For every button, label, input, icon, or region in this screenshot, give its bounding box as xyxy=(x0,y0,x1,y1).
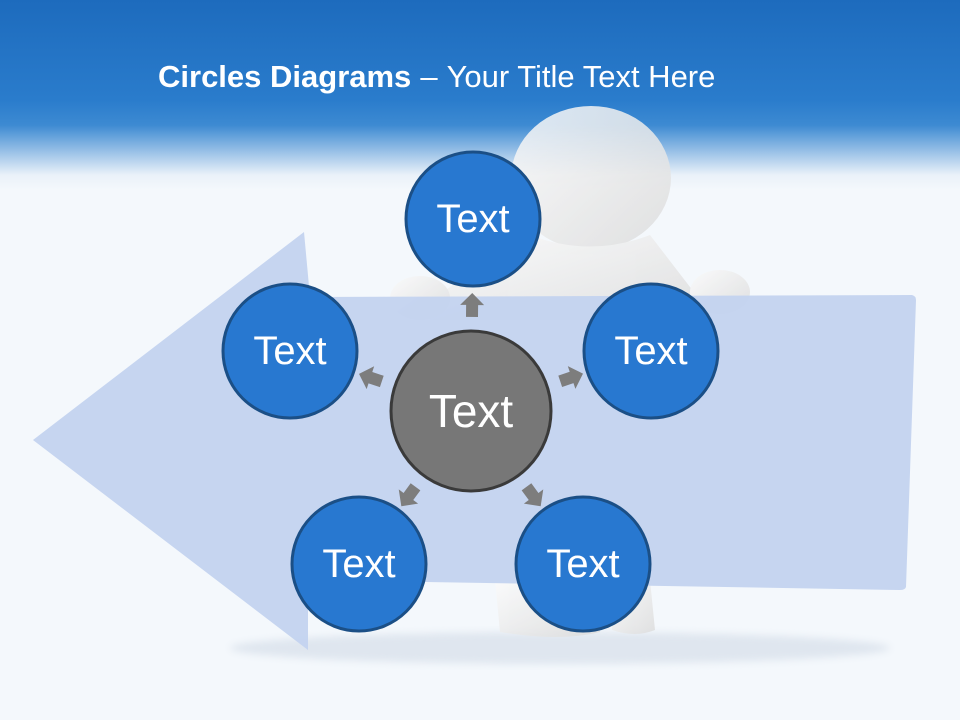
connector-arrow-top xyxy=(460,293,485,318)
node-circle-top xyxy=(404,150,542,288)
node-label-upper-right: Text xyxy=(614,329,687,373)
node-circle-upper-right xyxy=(582,282,720,420)
node-circle-lower-right xyxy=(514,495,652,633)
node-circle-upper-left xyxy=(221,282,359,420)
person-head xyxy=(511,106,671,250)
node-label-upper-left: Text xyxy=(253,329,326,373)
floor-shadow xyxy=(230,632,890,664)
center-circle xyxy=(389,329,553,493)
connector-arrow-lower-left xyxy=(398,483,421,507)
node-label-lower-right: Text xyxy=(546,542,619,586)
outer-node-upper-right: Text xyxy=(582,282,720,420)
connector-arrow-upper-left xyxy=(359,366,384,390)
center-node: Text xyxy=(389,329,553,493)
outer-node-lower-right: Text xyxy=(514,495,652,633)
connector-arrows xyxy=(359,293,583,507)
node-label-lower-left: Text xyxy=(322,542,395,586)
node-label-top: Text xyxy=(436,197,509,241)
node-circle-lower-left xyxy=(290,495,428,633)
outer-node-upper-left: Text xyxy=(221,282,359,420)
outer-node-lower-left: Text xyxy=(290,495,428,633)
connector-arrow-upper-right xyxy=(558,366,583,389)
title-bold: Circles Diagrams xyxy=(158,59,412,94)
outer-node-top: Text xyxy=(404,150,542,288)
center-label: Text xyxy=(429,385,514,437)
connector-arrow-lower-right xyxy=(521,483,544,507)
title-rest: Your Title Text Here xyxy=(446,59,716,94)
title-separator: – xyxy=(420,59,438,94)
page-title: Circles Diagrams–Your Title Text Here xyxy=(158,55,715,99)
